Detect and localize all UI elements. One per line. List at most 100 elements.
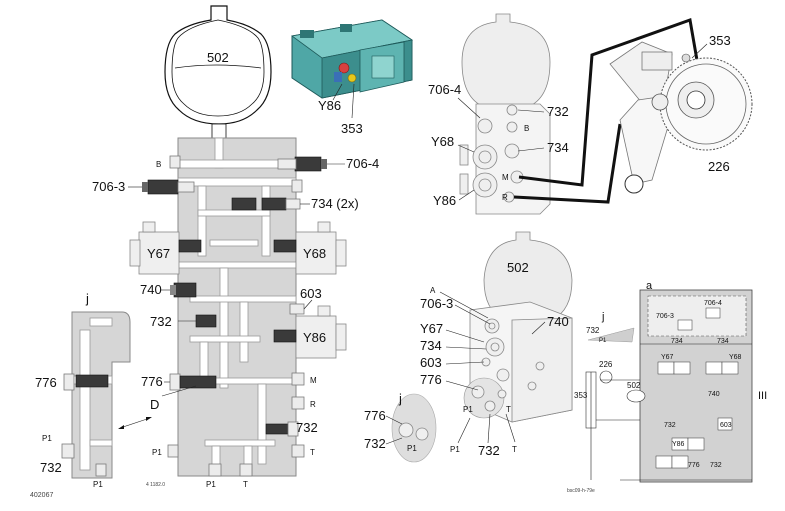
detail-j: j 776 P1 732 P1 402067 — [30, 291, 152, 499]
label-706-4: 706-4 — [346, 156, 379, 171]
label-732-low-schematic: 732 — [710, 462, 722, 469]
valve-706-4: 706-4 — [277, 156, 379, 172]
label-b: B — [156, 160, 161, 169]
double-arrow-icon — [118, 417, 152, 429]
solenoid-y67: Y67 — [129, 221, 202, 275]
label-734-2x: 734 (2x) — [311, 196, 359, 211]
label-m: M — [310, 376, 317, 385]
label-p1-side: P1 — [152, 448, 162, 457]
label-p1-bottom: P1 — [206, 480, 216, 489]
label-226: 226 — [708, 159, 730, 174]
label-706-3-block: 706-3 — [420, 296, 453, 311]
label-734a-schematic: 734 — [671, 338, 683, 345]
label-353: 353 — [709, 33, 731, 48]
port-p1-side: P1 — [152, 444, 179, 458]
label-732-schematic: 732 — [586, 326, 600, 335]
label-734-block: 734 — [420, 338, 442, 353]
label-732-lower: 732 — [296, 420, 318, 435]
label-502: 502 — [207, 50, 229, 65]
pipe-r — [513, 123, 622, 204]
accumulator-502: 502 — [164, 5, 272, 139]
label-y68-asm: Y68 — [431, 134, 454, 149]
label-r: R — [310, 400, 316, 409]
label-353-3d: 353 — [341, 121, 363, 136]
valve-776: 776 — [141, 373, 217, 391]
label-740: 740 — [140, 282, 162, 297]
label-y68: Y68 — [303, 246, 326, 261]
label-732-asm: 732 — [547, 104, 569, 119]
label-732-mid-schematic: 732 — [664, 422, 676, 429]
label-732-detail: 732 — [40, 460, 62, 475]
label-figure-number: 402067 — [30, 492, 53, 499]
label-226-schematic: 226 — [599, 360, 613, 369]
port-t-bottom: T — [239, 463, 253, 489]
label-b-asm: B — [524, 124, 529, 133]
block-view: 502 A 706-3 740 Y67 734 603 776 P1 T — [364, 231, 573, 463]
label-y67: Y67 — [147, 246, 170, 261]
label-j-left: j — [85, 291, 89, 306]
label-iii: III — [758, 390, 767, 402]
port-r: R — [291, 396, 316, 410]
label-p1-detail-bottom: P1 — [93, 480, 103, 489]
module-3d: Y86 353 — [291, 19, 414, 136]
valve-706-3: 706-3 — [92, 179, 195, 195]
label-a-schematic: a — [646, 280, 653, 292]
label-776-detail: 776 — [35, 375, 57, 390]
label-732-upper: 732 — [150, 314, 172, 329]
label-734b-schematic: 734 — [717, 338, 729, 345]
label-603: 603 — [300, 286, 322, 301]
schematic: a j 732 P1 706-4 706-3 734 734 Y67 Y68 2… — [567, 280, 767, 494]
valve-732-upper: 732 — [150, 314, 217, 329]
label-706-3: 706-3 — [92, 179, 125, 194]
port-b: B — [156, 155, 181, 169]
label-p1-schematic: P1 — [599, 338, 607, 344]
label-706-4-asm: 706-4 — [428, 82, 461, 97]
valve-732-lower: 732 — [265, 420, 318, 437]
label-776-schematic: 776 — [688, 462, 700, 469]
label-776-block: 776 — [420, 372, 442, 387]
label-776-j: 776 — [364, 408, 386, 423]
label-y86: Y86 — [303, 330, 326, 345]
valve-734: 734 (2x) — [231, 196, 359, 211]
label-353-schematic: 353 — [574, 391, 588, 400]
callout-d: D — [150, 385, 197, 412]
label-y68-schematic: Y68 — [729, 354, 742, 361]
label-t-bottom: T — [243, 480, 248, 489]
label-y86-schematic: Y86 — [672, 441, 685, 448]
assembly-view: 353 706-4 732 B Y68 734 M Y86 R 226 — [428, 13, 753, 215]
label-p1-block: P1 — [463, 405, 473, 414]
valve-740: 740 — [140, 282, 197, 298]
label-p1-low: P1 — [450, 445, 460, 454]
label-p1-detail-side: P1 — [42, 434, 52, 443]
label-p1-j: P1 — [407, 444, 417, 453]
label-y86-3d: Y86 — [318, 98, 341, 113]
label-y86-asm: Y86 — [433, 193, 456, 208]
port-p1-bottom: P1 — [206, 463, 222, 489]
label-502-schematic: 502 — [627, 381, 641, 390]
label-732-j: 732 — [364, 436, 386, 451]
label-603-block: 603 — [420, 355, 442, 370]
label-732-block: 732 — [478, 443, 500, 458]
label-502-block: 502 — [507, 260, 529, 275]
section-view: 502 — [92, 5, 379, 489]
label-y67-block: Y67 — [420, 321, 443, 336]
solenoid-y86: Y86 — [273, 305, 347, 359]
label-603-schematic: 603 — [720, 422, 732, 429]
label-t-low: T — [512, 445, 517, 454]
solenoid-y68: Y68 — [273, 221, 347, 275]
port-t-side: T — [291, 444, 315, 458]
label-t-block: T — [506, 405, 511, 414]
label-y67-schematic: Y67 — [661, 354, 674, 361]
label-j-block: j — [398, 391, 402, 406]
port-m: M — [291, 372, 317, 386]
label-a-block: A — [430, 286, 436, 295]
label-j-schematic: j — [601, 311, 604, 323]
label-706-3-schematic: 706-3 — [656, 313, 674, 320]
label-r-asm: R — [502, 193, 508, 202]
label-740-schematic: 740 — [708, 391, 720, 398]
schematic-valves-y67-y68 — [657, 361, 739, 375]
label-776: 776 — [141, 374, 163, 389]
pipe-m — [518, 17, 700, 187]
label-706-4-schematic: 706-4 — [704, 300, 722, 307]
